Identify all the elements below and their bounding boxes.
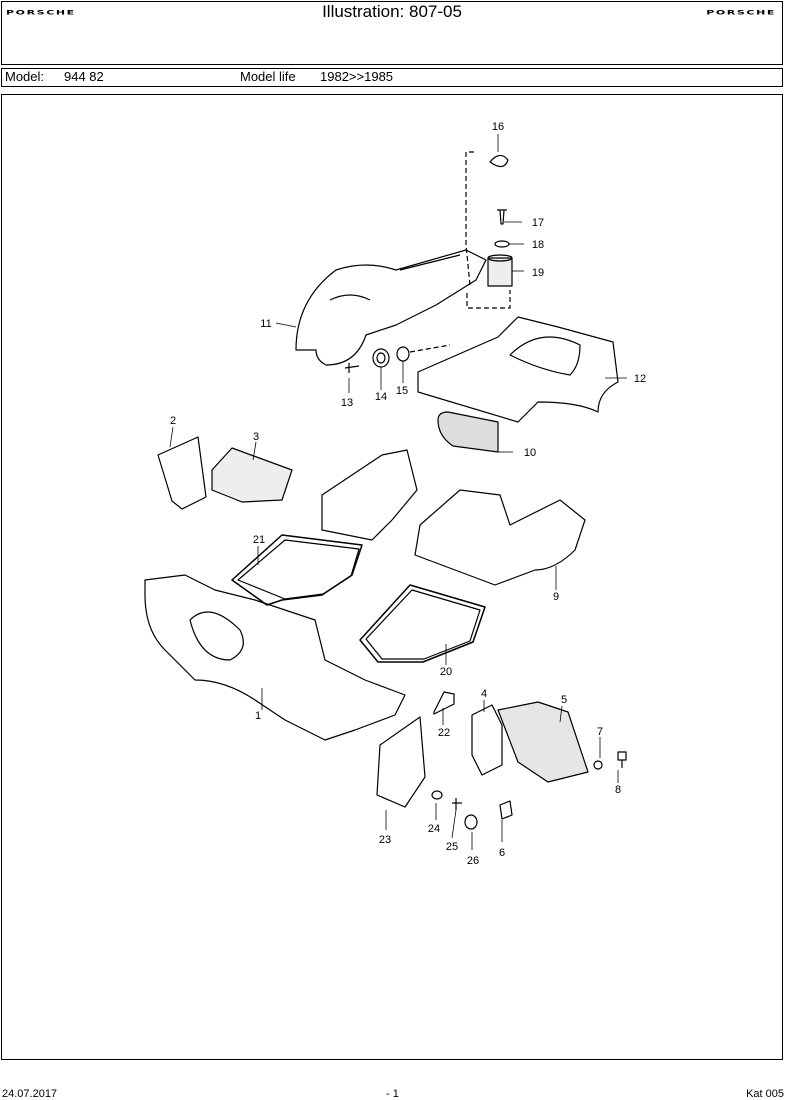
- callout-1: 1: [255, 710, 261, 722]
- model-life-label: Model life: [240, 69, 296, 84]
- callout-2: 2: [170, 415, 176, 427]
- callout-20: 20: [440, 666, 452, 678]
- callout-9: 9: [553, 591, 559, 603]
- callout-22: 22: [438, 727, 450, 739]
- illustration-title: Illustration: 807-05: [322, 2, 462, 21]
- model-life-value: 1982>>1985: [320, 69, 394, 84]
- callout-3: 3: [253, 431, 259, 443]
- callout-16: 16: [492, 121, 504, 133]
- callout-labels: 1 2 3 4 5 6 7 8 9 10 11 12 13 14 15 16 1…: [170, 121, 646, 867]
- callout-7: 7: [597, 726, 603, 738]
- callout-25: 25: [446, 841, 458, 853]
- footer-date: 24.07.2017: [2, 1088, 58, 1100]
- callout-12: 12: [634, 373, 646, 385]
- callout-10: 10: [524, 447, 536, 459]
- footer-page: - 1: [386, 1088, 399, 1100]
- callout-14: 14: [375, 391, 387, 403]
- illustration-frame: [1, 94, 783, 1060]
- callout-19: 19: [532, 267, 544, 279]
- porsche-logo-left: PORSCHE: [6, 9, 76, 17]
- header-box: PORSCHE Illustration: 807-05 PORSCHE: [1, 1, 783, 65]
- porsche-logo-right: PORSCHE: [706, 9, 776, 17]
- callout-24: 24: [428, 823, 440, 835]
- callout-15: 15: [396, 385, 408, 397]
- callout-6: 6: [499, 847, 505, 859]
- footer-catalog: Kat 005: [746, 1088, 784, 1100]
- callout-8: 8: [615, 784, 621, 796]
- model-bar: Model: 944 82 Model life 1982>>1985: [1, 68, 783, 87]
- callout-18: 18: [532, 239, 544, 251]
- callout-11: 11: [260, 318, 271, 330]
- model-value: 944 82: [64, 69, 104, 84]
- part-16-cap: [489, 154, 509, 168]
- model-label: Model:: [5, 69, 45, 84]
- callout-21: 21: [253, 534, 265, 546]
- callout-4: 4: [481, 688, 487, 700]
- callout-5: 5: [561, 694, 567, 706]
- callout-13: 13: [341, 397, 353, 409]
- callout-23: 23: [379, 834, 391, 846]
- callout-17: 17: [532, 217, 544, 229]
- callout-26: 26: [467, 855, 479, 867]
